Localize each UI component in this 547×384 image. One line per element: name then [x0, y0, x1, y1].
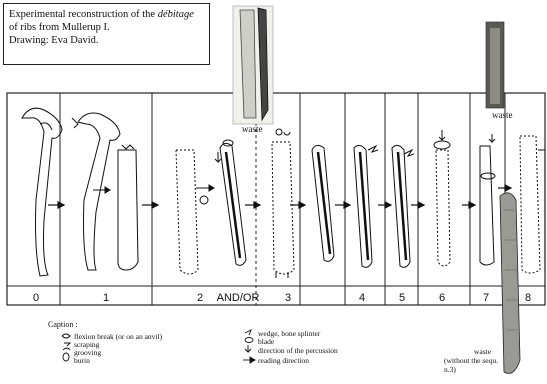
- waste-photo-top-center: [233, 6, 273, 124]
- header-credit: Drawing: Eva David.: [9, 35, 99, 47]
- column-dividers: [60, 93, 505, 305]
- waste-photo-top-right: [486, 22, 504, 108]
- stage-label-5: 5: [392, 292, 412, 304]
- rib-stage-7: [480, 134, 495, 265]
- process-arrows: [93, 185, 214, 193]
- waste-label-bottom-sub1: (without the sequ.: [444, 356, 498, 365]
- stage-label-1: 1: [96, 292, 116, 304]
- waste-label-bottom: waste: [474, 347, 491, 356]
- rib-stage-8: [520, 136, 545, 273]
- rib-stage-4: [354, 145, 378, 267]
- waste-label-top-right: waste: [492, 110, 513, 120]
- rib-stage-2: [176, 140, 246, 274]
- stage-label-3: 3: [278, 292, 298, 304]
- caption-percussion: direction of the percussion: [258, 346, 338, 355]
- caption-burin: burin: [74, 356, 90, 365]
- caption-blade: blade: [258, 337, 274, 346]
- caption-title: Caption :: [48, 320, 78, 329]
- waste-label-bottom-sub2: n.3): [444, 365, 456, 374]
- waste-label-top-center: waste: [242, 124, 263, 134]
- stage-label-0: 0: [26, 292, 46, 304]
- header-title-italic: débitage: [158, 9, 194, 20]
- stage-label-4: 4: [352, 292, 372, 304]
- rib-stage-0: [22, 108, 62, 276]
- stage-label-2: 2: [190, 292, 210, 304]
- stage-label-and-or: AND/OR: [208, 292, 268, 304]
- header-title-prefix: Experimental reconstruction of the: [9, 9, 158, 20]
- stage-label-6: 6: [432, 292, 452, 304]
- rib-stage-5: [392, 145, 414, 267]
- stage-label-7: 7: [476, 292, 496, 304]
- caption-reading-direction: reading direction: [258, 356, 309, 365]
- waste-bottom-piece: [500, 193, 520, 374]
- header-line-1: Experimental reconstruction of the débit…: [9, 9, 194, 21]
- reading-direction-arrows: [48, 185, 511, 208]
- header-line-2: of ribs from Mullerup I.: [9, 22, 110, 34]
- stage-label-8: 8: [518, 292, 538, 304]
- rib-stage-6: [434, 130, 450, 266]
- header-box: Experimental reconstruction of the débit…: [3, 3, 210, 65]
